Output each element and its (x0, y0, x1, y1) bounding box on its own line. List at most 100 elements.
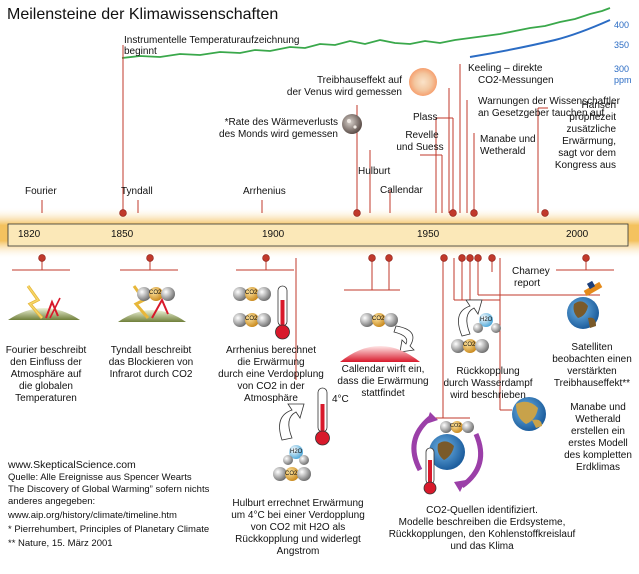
desc-tyndall-1: Tyndall beschreibt (110, 345, 192, 356)
source-line-5: * Pierrehumbert, Principles of Planetary… (8, 524, 210, 535)
source-line-4: www.aip.org/history/climate/timeline.htm (8, 510, 177, 521)
ppm-300: 300 (614, 64, 630, 74)
source-site: www.SkepticalScience.com (8, 459, 136, 471)
label-venus-2: der Venus wird gemessen (286, 87, 402, 98)
desc-arrhenius-3: durch eine Verdopplung (218, 369, 324, 380)
year-2000: 2000 (566, 229, 589, 240)
page-title: Meilensteine der Klimawissenschaften (7, 6, 279, 23)
desc-hulburt-1: Hulburt errechnet Erwärmung (232, 498, 364, 509)
source-line-6: ** Nature, 15. März 2001 (8, 538, 113, 549)
top-connectors (41, 45, 548, 213)
label-charney-2: report (514, 278, 541, 289)
desc-manabe-6: Erdklimas (576, 462, 620, 473)
mol-co2-callendar: CO2 (372, 316, 385, 322)
source-line-1: Quelle: Alle Ereignisse aus Spencer Wear… (8, 472, 192, 483)
desc-fourier-3: Atmosphäre auf (10, 369, 82, 380)
year-1900: 1900 (262, 229, 285, 240)
desc-callendar-3: stattfindet (361, 388, 405, 399)
mol-co2-cycle: CO2 (450, 423, 462, 429)
desc-callendar-2: dass die Erwärmung (337, 376, 429, 387)
label-revelle-2: und Suess (396, 142, 444, 153)
desc-tyndall-2: das Blockieren von (108, 357, 194, 368)
desc-manabe-1: Manabe und (570, 402, 626, 413)
mol-co2-tyndall: CO2 (149, 290, 162, 296)
arrhenius-co2-thermometer-icon (233, 285, 290, 340)
venus-icon (409, 68, 437, 96)
desc-co2-sources-1: CO2-Quellen identifiziert. (426, 505, 538, 516)
year-1950: 1950 (417, 229, 440, 240)
label-warnings-2: an Gesetzgeber tauchen auf (478, 108, 605, 119)
label-hansen-2: prophezeit (569, 112, 616, 123)
label-manabe-2: Wetherald (480, 146, 526, 157)
temperature-record-line (121, 7, 611, 59)
greenhouse-sun-icon (8, 285, 80, 320)
mol-co2-hulburt: CO2 (285, 471, 298, 477)
label-revelle: Revelle (405, 130, 439, 141)
mol-h2o-feedback: H2O (480, 317, 493, 323)
desc-tyndall-3: Infrarot durch CO2 (109, 369, 193, 380)
label-moon-2: des Monds wird gemessen (219, 129, 338, 140)
label-instrumental-2: beginnt (124, 46, 157, 57)
bottom-connectors (12, 258, 614, 419)
desc-arrhenius-5: Atmosphäre (244, 393, 298, 404)
ppm-400: 400 (614, 20, 630, 30)
label-moon: *Rate des Wärmeverlusts (224, 117, 338, 128)
label-instrumental: Instrumentelle Temperaturaufzeichnung (124, 35, 300, 46)
label-arrhenius: Arrhenius (243, 186, 286, 197)
desc-co2-sources-3: Rückkopplungen, den Kohlenstoffkreislauf (388, 529, 576, 540)
label-hansen-3: zusätzliche (566, 124, 616, 135)
label-manabe: Manabe und (480, 134, 536, 145)
desc-satellite-4: Treibhauseffekt** (553, 378, 631, 389)
label-callendar: Callendar (380, 185, 423, 196)
bottom-event-dots (38, 254, 590, 262)
label-4c: 4°C (332, 394, 349, 405)
co2-record-line (469, 19, 611, 58)
label-keeling: Keeling – direkte (468, 63, 543, 74)
satellite-earth-icon (567, 280, 603, 329)
desc-satellite-3: verstärkten (567, 366, 617, 377)
desc-co2-sources-4: und das Klima (450, 541, 514, 552)
hulburt-feedback-thermometer-icon (273, 387, 330, 481)
ppm-unit: ppm (614, 75, 632, 85)
desc-arrhenius-1: Arrhenius berechnet (225, 345, 317, 356)
year-1850: 1850 (111, 229, 134, 240)
label-hulburt: Hulburt (358, 166, 391, 177)
label-hansen-4: Erwärmung, (562, 136, 616, 147)
source-line-3: anderes angegeben: (8, 496, 96, 507)
desc-feedback-3: wird beschrieben (450, 390, 526, 401)
moon-icon (342, 114, 362, 134)
label-charney: Charney (512, 266, 550, 277)
mol-co2-feedback: CO2 (463, 342, 476, 348)
desc-fourier-5: Temperaturen (15, 393, 77, 404)
label-plass: Plass (413, 112, 438, 123)
desc-hulburt-2: um 4°C bei einer Verdopplung (231, 510, 365, 521)
label-hansen-1: Hansen (581, 100, 616, 111)
desc-hulburt-5: Angstrom (276, 546, 320, 557)
desc-feedback-2: durch Wasserdampf (443, 378, 533, 389)
desc-arrhenius-4: von CO2 in der (237, 381, 305, 392)
label-fourier: Fourier (25, 186, 57, 197)
desc-feedback-1: Rückkopplung (456, 366, 520, 377)
desc-arrhenius-2: die Erwärmung (237, 357, 305, 368)
desc-hulburt-4: Rückkopplung und widerlegt (235, 534, 361, 545)
label-hansen-6: Kongress aus (554, 160, 616, 171)
desc-fourier-2: den Einfluss der (10, 357, 82, 368)
label-hansen-5: sagt vor dem (558, 148, 616, 159)
desc-fourier-1: Fourier beschreibt (5, 345, 87, 356)
year-1820: 1820 (18, 229, 41, 240)
mol-co2-arrhenius-1: CO2 (245, 290, 258, 296)
label-keeling-2: CO2-Messungen (478, 75, 554, 86)
desc-satellite-2: beobachten einen (552, 354, 632, 365)
label-warnings: Warnungen der Wissenschaftler (478, 96, 620, 107)
desc-callendar-1: Callendar wirft ein, (341, 364, 425, 375)
desc-co2-sources-2: Modelle beschreiben die Erdsysteme, (398, 517, 566, 528)
source-line-2: The Discovery of Global Warming” sofern … (8, 484, 210, 495)
timeline-bar (7, 223, 629, 247)
mol-h2o-hulburt: H2O (290, 449, 303, 455)
label-venus: Treibhauseffekt auf (316, 75, 402, 86)
desc-manabe-2: Wetherald (575, 414, 621, 425)
top-event-dots (119, 209, 549, 217)
callendar-co2-icon (340, 313, 420, 362)
